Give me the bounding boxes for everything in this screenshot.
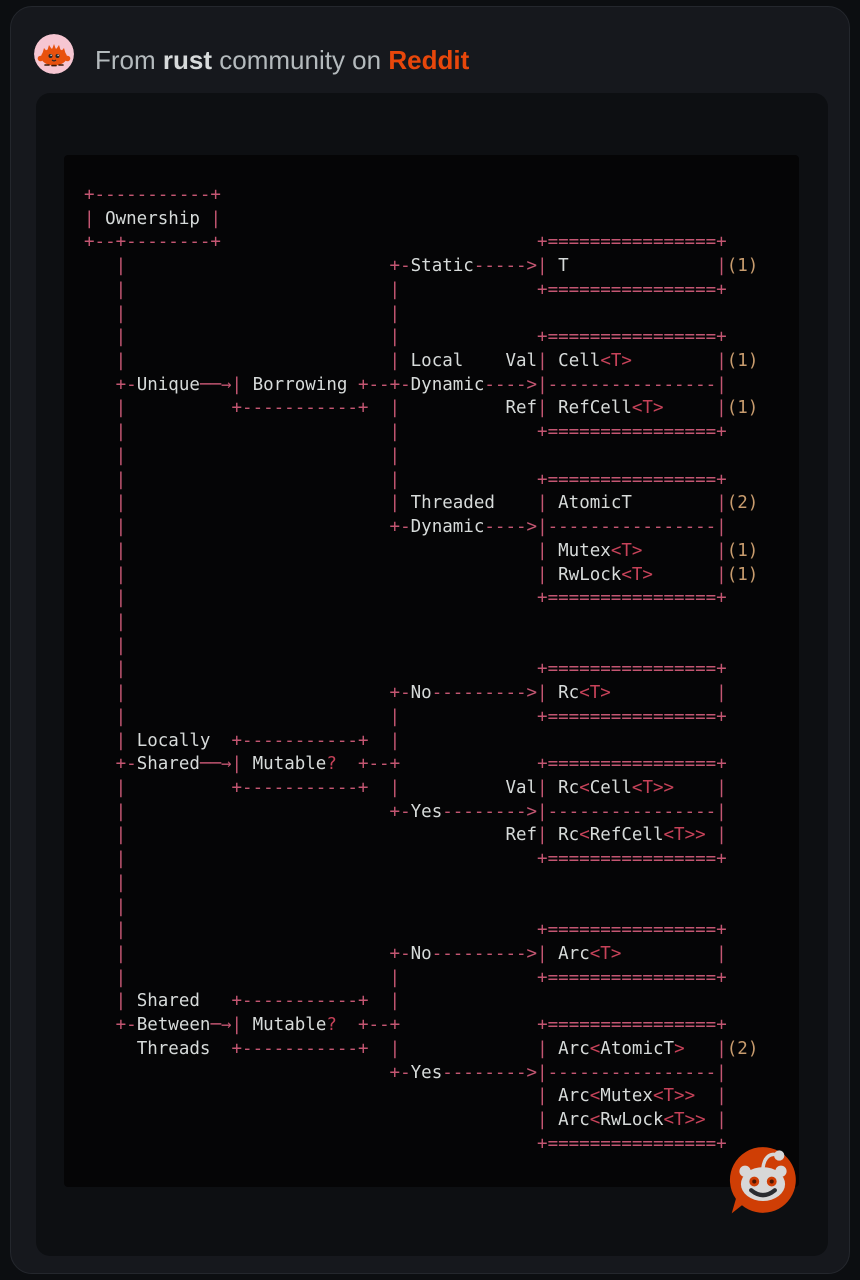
- post-media-container: +-----------+ | Ownership | +--+--------…: [36, 93, 828, 1256]
- post-header-title: From rust community on Reddit: [95, 43, 469, 77]
- ferris-crab-icon: [34, 34, 74, 74]
- header-community-name: rust: [162, 45, 213, 75]
- ascii-diagram: +-----------+ | Ownership | +--+--------…: [84, 185, 759, 1154]
- post-card[interactable]: From rust community on Reddit +---------…: [10, 6, 850, 1274]
- reddit-logo-icon[interactable]: [724, 1142, 802, 1220]
- header-site-name: Reddit: [388, 45, 470, 75]
- community-avatar[interactable]: [34, 34, 74, 74]
- header-text-middle: community on: [219, 45, 382, 75]
- reddit-snoo-icon: [729, 1147, 796, 1214]
- header-text-from: From: [95, 45, 156, 75]
- ascii-art-panel: +-----------+ | Ownership | +--+--------…: [64, 155, 799, 1187]
